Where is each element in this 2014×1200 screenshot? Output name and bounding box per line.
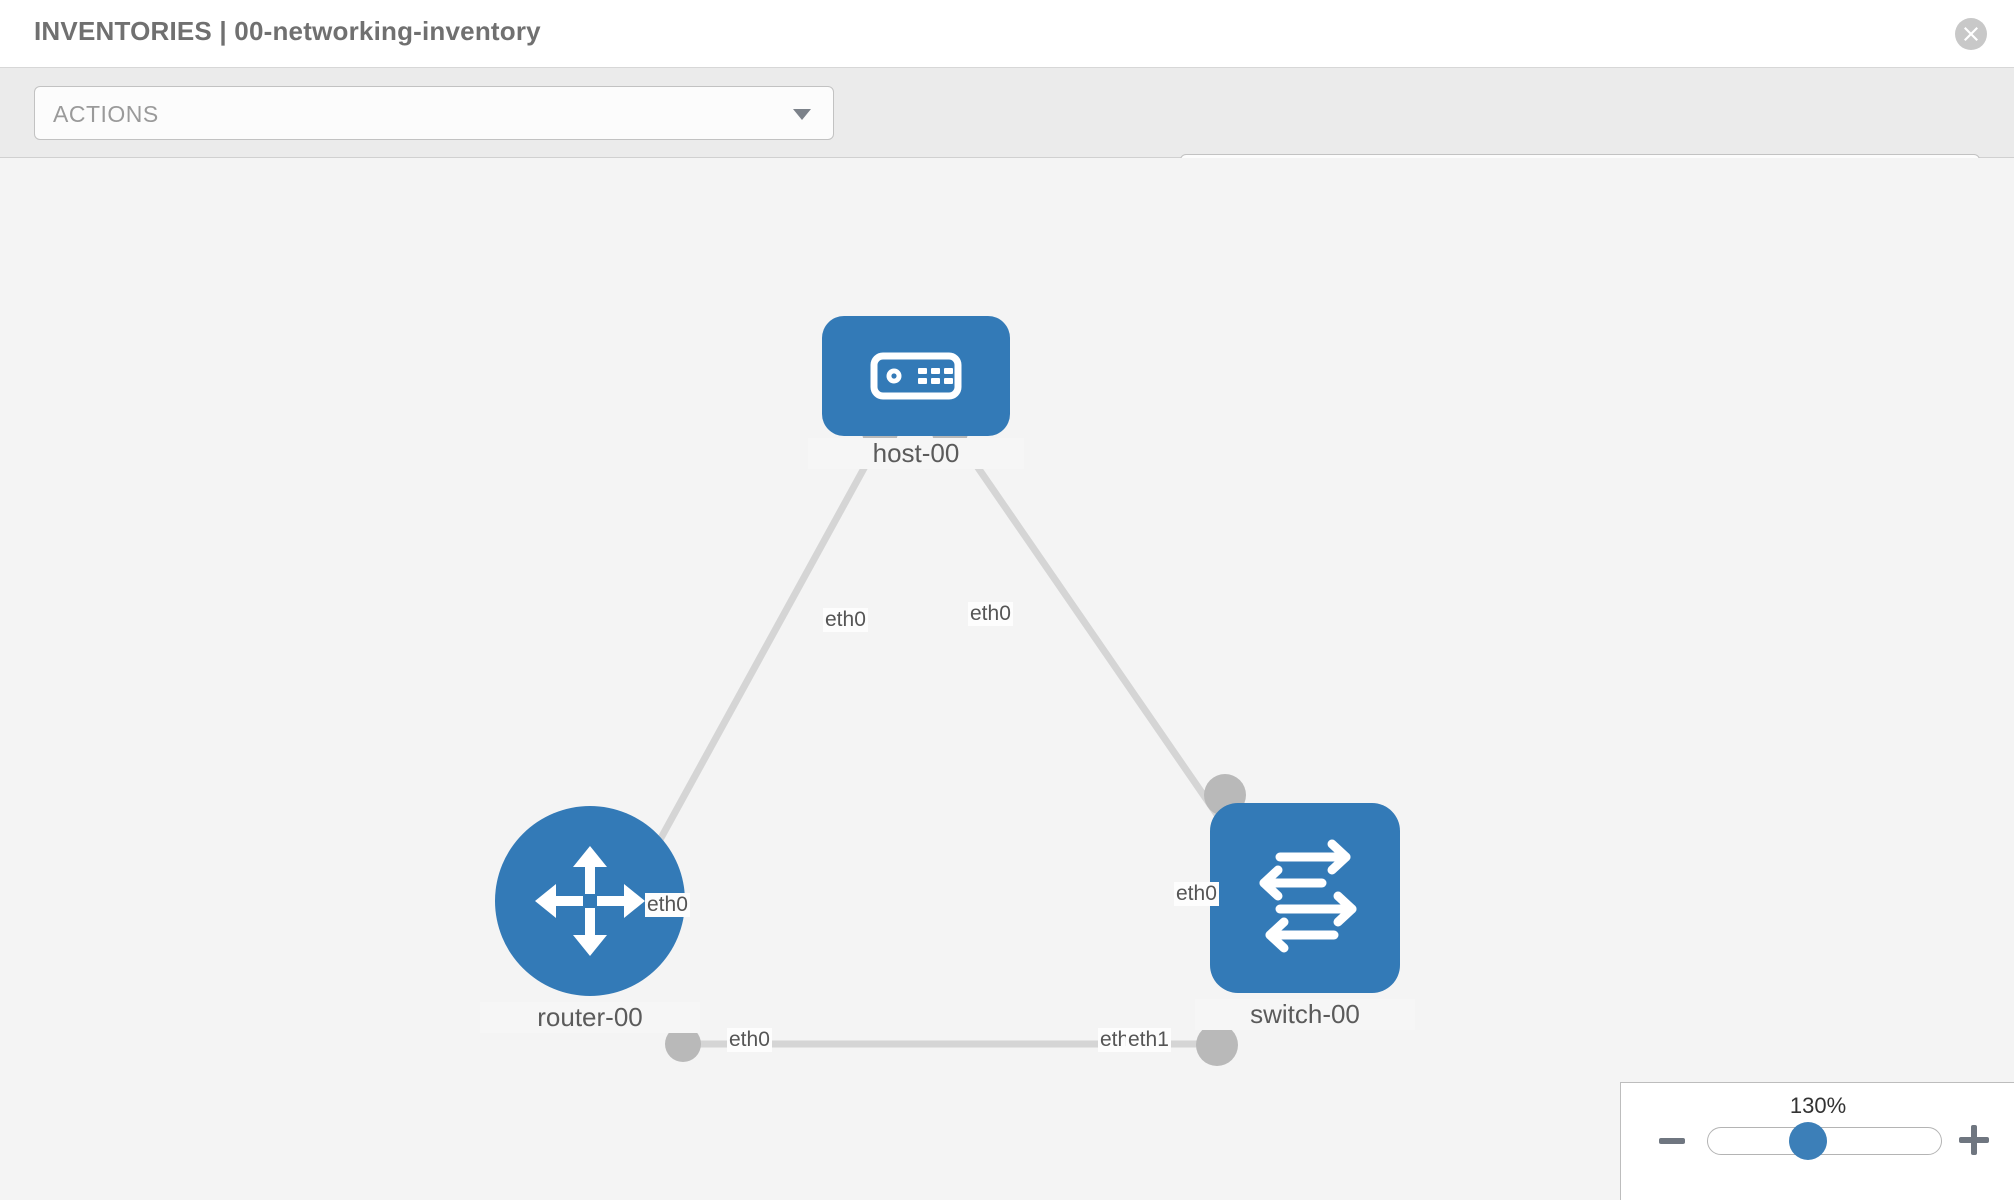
- zoom-out-button[interactable]: [1659, 1138, 1685, 1144]
- chevron-down-icon: [793, 109, 811, 120]
- page-header: INVENTORIES | 00-networking-inventory: [0, 0, 2014, 68]
- iface-label-switch-uplink: eth0: [1174, 882, 1219, 906]
- switch-node-shape[interactable]: [1210, 803, 1400, 993]
- page-title: INVENTORIES | 00-networking-inventory: [34, 16, 541, 46]
- router-arrows-icon: [535, 846, 645, 956]
- iface-label-switch-left: eth1: [1126, 1028, 1171, 1052]
- topology-node-host-00[interactable]: host-00: [808, 316, 1024, 469]
- iface-label-router-right: eth0: [727, 1028, 772, 1052]
- toolbar: ACTIONS SEARCH: [0, 68, 2014, 208]
- close-icon[interactable]: [1955, 18, 1987, 50]
- zoom-in-button[interactable]: [1959, 1125, 1989, 1155]
- node-label-router-00: router-00: [480, 1002, 700, 1033]
- iface-label-router-uplink: eth0: [645, 893, 690, 917]
- zoom-slider-thumb[interactable]: [1789, 1122, 1827, 1160]
- node-label-switch-00: switch-00: [1195, 999, 1415, 1030]
- close-x-glyph: [1964, 27, 1978, 41]
- topology-links: [646, 428, 1243, 1048]
- host-node-shape[interactable]: [822, 316, 1010, 436]
- iface-label-host-right: eth0: [968, 602, 1013, 626]
- iface-label-host-left: eth0: [823, 608, 868, 632]
- link-host-router[interactable]: [646, 428, 889, 860]
- actions-dropdown[interactable]: ACTIONS: [34, 86, 834, 140]
- topology-node-switch-00[interactable]: switch-00: [1195, 803, 1415, 1030]
- iface-label-switch-left-occluded: eth: [1098, 1028, 1132, 1052]
- server-icon: [870, 352, 962, 400]
- node-label-host-00: host-00: [808, 438, 1024, 469]
- switch-arrows-icon: [1259, 839, 1357, 953]
- topology-canvas[interactable]: host-00 router-00: [0, 158, 2014, 1200]
- nub-switch-left[interactable]: [1196, 1024, 1238, 1066]
- topology-node-router-00[interactable]: router-00: [480, 806, 700, 1033]
- zoom-control-panel: 130%: [1620, 1082, 2014, 1200]
- link-host-switch[interactable]: [949, 428, 1243, 850]
- zoom-percent-label: 130%: [1789, 1093, 1847, 1118]
- actions-dropdown-label: ACTIONS: [53, 101, 159, 127]
